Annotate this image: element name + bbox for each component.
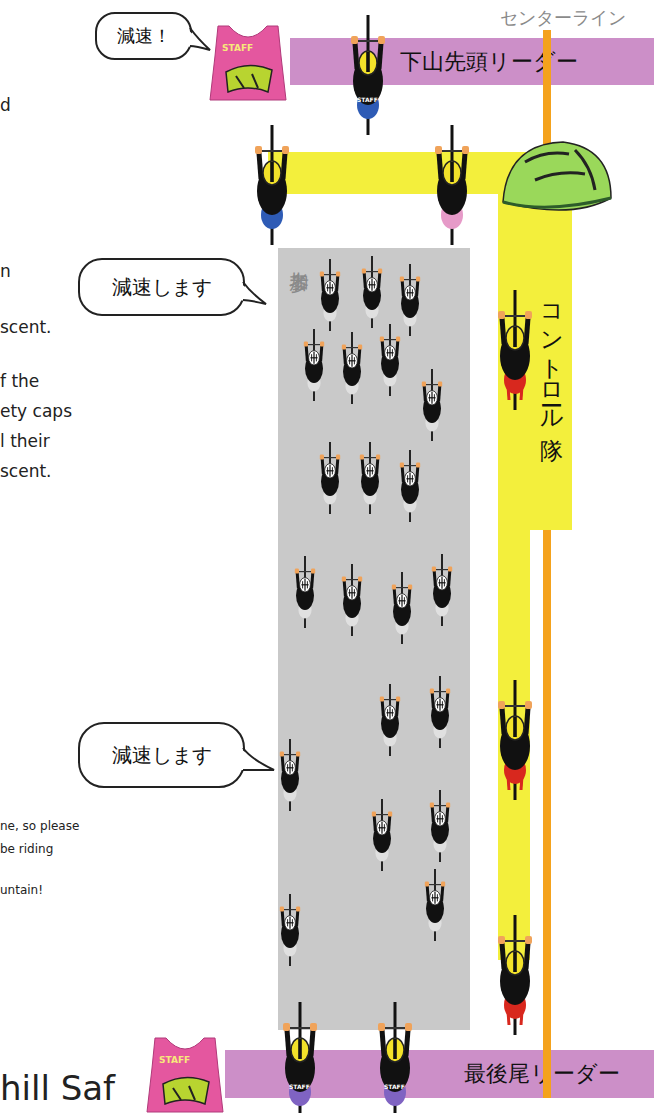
cyclist-figure <box>280 894 300 966</box>
speech-bubble: 減速します <box>78 258 245 316</box>
control-route-strip <box>268 152 530 194</box>
cyclist-figure <box>432 554 452 626</box>
center-line <box>543 530 551 1098</box>
text-label: センターライン <box>500 8 626 28</box>
staff-mark: STAFF <box>289 1084 310 1091</box>
cyclist-figure <box>342 564 362 636</box>
leader-band: 最後尾リーダー <box>225 1050 654 1098</box>
text-label: scent. <box>0 318 52 337</box>
cyclist-figure <box>422 369 442 441</box>
cyclist-figure <box>280 739 300 811</box>
cyclist-figure <box>255 125 289 245</box>
text-label: untain! <box>0 884 43 897</box>
cyclist-figure <box>430 790 450 862</box>
cyclist-figure <box>380 324 400 396</box>
node-text: 最後尾リーダー <box>464 1059 620 1089</box>
control-team-band: コントロール隊 <box>498 200 572 530</box>
bubble-tail <box>239 748 274 770</box>
cyclist-figure <box>498 290 532 410</box>
center-line <box>543 30 551 200</box>
staff-mark: STAFF <box>222 44 253 54</box>
cyclist-figure <box>378 1002 412 1113</box>
staff-vest <box>147 1038 223 1112</box>
cyclist-figure <box>372 799 392 871</box>
cyclist-figure <box>400 450 420 522</box>
node-text: コントロール隊 <box>537 290 568 530</box>
cyclist-figure <box>320 259 340 331</box>
text-label: d <box>0 96 11 115</box>
cyclist-figure <box>362 256 382 328</box>
text-label: be riding <box>0 843 53 856</box>
cyclist-figure <box>342 332 362 404</box>
cyclist-figure <box>425 869 445 941</box>
participant-area: 参加者 <box>278 248 470 1030</box>
cyclist-figure <box>498 680 532 800</box>
speech-bubble: 減速します <box>78 722 245 788</box>
bubble-tail <box>239 282 266 304</box>
leader-band: 下山先頭リーダー <box>290 38 654 85</box>
text-label: l their <box>0 432 50 451</box>
text-label: n <box>0 262 11 281</box>
staff-vest <box>210 26 286 100</box>
node-text: 下山先頭リーダー <box>400 47 578 77</box>
cyclist-figure <box>283 1002 317 1113</box>
speech-bubble: 減速！ <box>95 12 192 60</box>
cyclist-figure <box>360 442 380 514</box>
text-label: f the <box>0 372 39 391</box>
node-text: 減速します <box>112 274 212 301</box>
cyclist-figure <box>400 264 420 336</box>
cyclist-figure <box>435 125 469 245</box>
node-text: 減速！ <box>117 24 171 48</box>
cyclist-figure <box>351 15 385 135</box>
staff-mark: STAFF <box>384 1084 405 1091</box>
staff-mark: STAFF <box>159 1056 190 1066</box>
cyclist-figure <box>392 572 412 644</box>
text-label: ety caps <box>0 402 72 421</box>
text-label: ne, so please <box>0 820 79 833</box>
cyclist-figure <box>380 684 400 756</box>
staff-mark: STAFF <box>357 97 378 104</box>
cyclist-figure <box>304 329 324 401</box>
node-text: 減速します <box>112 742 212 769</box>
safety-cap <box>503 142 611 210</box>
text-label: scent. <box>0 462 52 481</box>
cyclist-figure <box>320 442 340 514</box>
bubble-tail <box>186 28 210 50</box>
cyclist-figure <box>295 556 315 628</box>
cyclist-figure <box>430 676 450 748</box>
cyclist-figure <box>498 915 532 1035</box>
text-label: hill Saf <box>0 1070 115 1107</box>
